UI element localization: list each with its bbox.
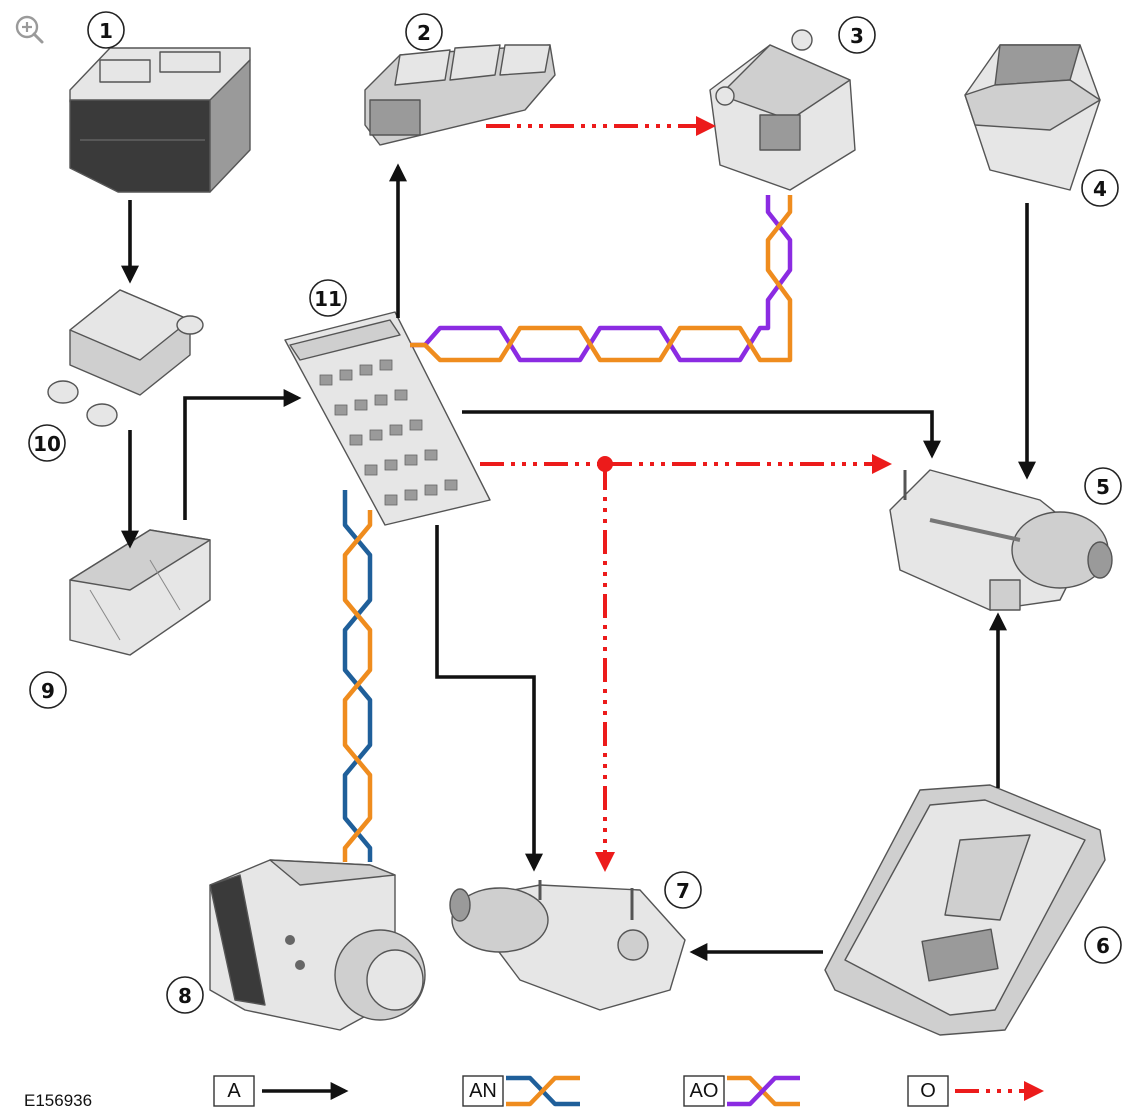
callout-6: 6: [1085, 927, 1121, 963]
callout-3: 3: [839, 17, 875, 53]
battery-part: [70, 48, 250, 192]
switch-4-part: [965, 45, 1100, 190]
callout-1: 1: [88, 12, 124, 48]
svg-text:11: 11: [314, 287, 342, 311]
callout-2: 2: [406, 14, 442, 50]
zoom-in-icon[interactable]: [17, 17, 42, 42]
svg-text:7: 7: [676, 879, 690, 903]
fuse-box-part: [285, 312, 490, 525]
control-module-9-part: [70, 530, 210, 655]
connections-a: [130, 167, 1027, 952]
svg-text:2: 2: [417, 21, 431, 45]
callout-11: 11: [310, 280, 346, 316]
bus-an: [345, 490, 370, 862]
callout-5: 5: [1085, 468, 1121, 504]
callout-4: 4: [1082, 170, 1118, 206]
legend-item-ao: AO: [684, 1076, 800, 1106]
link-11-7: [437, 525, 534, 868]
svg-text:4: 4: [1093, 177, 1107, 201]
wiper-motor-7-part: [450, 880, 685, 1010]
legend: A AN AO O: [214, 1076, 1040, 1106]
callout-10: 10: [29, 425, 65, 461]
svg-text:8: 8: [178, 984, 192, 1008]
legend-item-o: O: [908, 1076, 1040, 1106]
svg-text:AN: AN: [469, 1080, 497, 1102]
svg-text:AO: AO: [690, 1080, 719, 1102]
abs-unit-part: [210, 860, 425, 1030]
svg-text:5: 5: [1096, 475, 1110, 499]
link-11-5: [462, 412, 932, 455]
overhead-console-part: [825, 785, 1105, 1035]
wiper-motor-5-part: [890, 470, 1112, 610]
legend-item-a: A: [214, 1076, 345, 1106]
svg-text:3: 3: [850, 24, 864, 48]
legend-item-an: AN: [463, 1076, 580, 1106]
callout-8: 8: [167, 977, 203, 1013]
svg-text:1: 1: [99, 19, 113, 43]
svg-text:9: 9: [41, 679, 55, 703]
svg-text:O: O: [920, 1080, 936, 1102]
bus-ao: [410, 195, 790, 360]
switch-pack-part: [365, 45, 555, 145]
callout-7: 7: [665, 872, 701, 908]
connections-o: [480, 126, 888, 868]
control-unit-3-part: [710, 30, 855, 190]
junction-dot: [597, 456, 613, 472]
fuse-block-part: [48, 290, 203, 426]
callout-9: 9: [30, 672, 66, 708]
svg-text:A: A: [227, 1080, 241, 1102]
figure-id: E156936: [24, 1091, 92, 1110]
link-9-11: [185, 398, 298, 520]
svg-text:6: 6: [1096, 934, 1110, 958]
svg-text:10: 10: [33, 432, 61, 456]
